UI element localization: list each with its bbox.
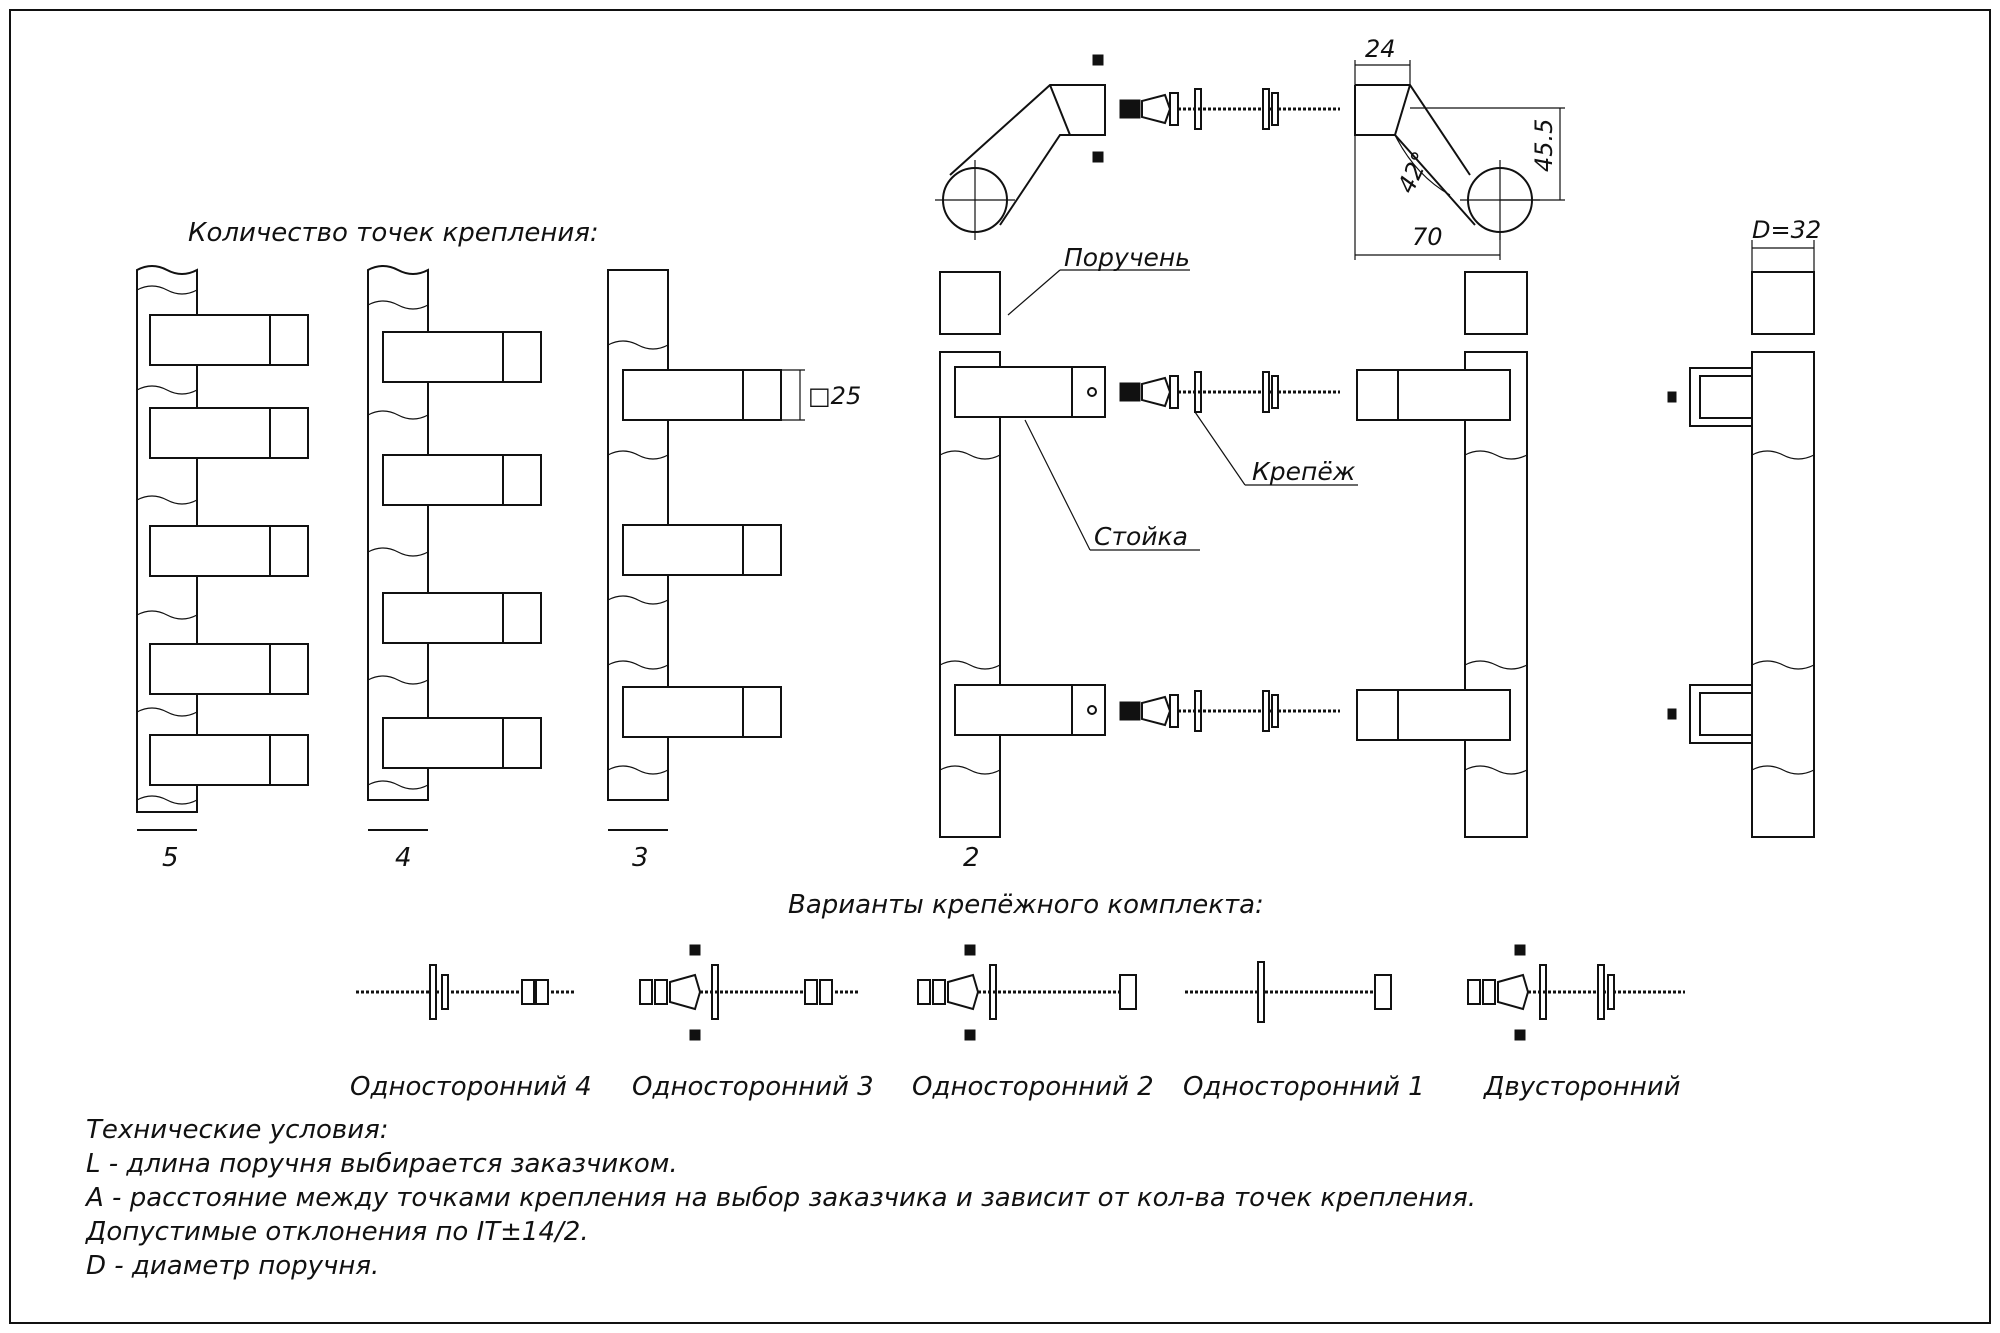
side-view bbox=[1667, 240, 1815, 838]
dimension-24: 24 bbox=[1365, 35, 1396, 63]
kit-variant-4-drawing bbox=[1185, 961, 1392, 1023]
condition-spacing: A - расстояние между точками крепления н… bbox=[84, 1183, 1476, 1213]
column-5-posts bbox=[136, 265, 309, 831]
fastener-lower bbox=[1119, 690, 1340, 732]
count-3: 3 bbox=[632, 843, 649, 873]
condition-diameter: D - диаметр поручня. bbox=[86, 1251, 379, 1281]
column-3-posts bbox=[607, 269, 805, 831]
kit-label-1: Односторонний 4 bbox=[350, 1072, 592, 1102]
points-title: Количество точек крепления: bbox=[188, 218, 599, 248]
dimension-70: 70 bbox=[1412, 223, 1443, 251]
label-leaders bbox=[1007, 269, 1358, 551]
kit-label-5: Двусторонний bbox=[1483, 1072, 1681, 1102]
count-4: 4 bbox=[395, 843, 412, 873]
label-fastener: Крепёж bbox=[1252, 457, 1356, 486]
dimension-45-5: 45.5 bbox=[1530, 119, 1558, 172]
label-post: Стойка bbox=[1094, 522, 1188, 551]
drawing-frame bbox=[9, 9, 1991, 1324]
column-2-posts bbox=[939, 271, 1106, 838]
kit-variant-1-drawing bbox=[356, 964, 575, 1020]
kit-variant-5-drawing bbox=[1467, 944, 1685, 1041]
kit-label-4: Односторонний 1 bbox=[1183, 1072, 1425, 1102]
label-handrail: Поручень bbox=[1064, 243, 1190, 272]
count-2: 2 bbox=[963, 843, 980, 873]
dimension-square-25: □25 bbox=[808, 382, 861, 410]
column-4-posts bbox=[367, 265, 542, 831]
fastener-upper bbox=[1119, 371, 1340, 413]
conditions-title: Технические условия: bbox=[86, 1115, 389, 1145]
elbow-right-view bbox=[1354, 60, 1565, 260]
dimension-angle-42: 42° bbox=[1392, 147, 1435, 197]
kit-label-2: Односторонний 3 bbox=[632, 1072, 874, 1102]
kit-variant-3-drawing bbox=[917, 944, 1137, 1041]
elbow-left-view bbox=[935, 54, 1340, 240]
condition-tolerance: Допустимые отклонения по IT±14/2. bbox=[85, 1217, 589, 1247]
kit-label-3: Односторонний 2 bbox=[912, 1072, 1154, 1102]
count-5: 5 bbox=[162, 843, 179, 873]
kit-variant-2-drawing bbox=[639, 944, 858, 1041]
dimension-diameter: D=32 bbox=[1752, 216, 1821, 244]
kit-title: Варианты крепёжного комплекта: bbox=[788, 890, 1264, 920]
column-2-right-posts bbox=[1356, 271, 1528, 838]
condition-length: L - длина поручня выбирается заказчиком. bbox=[86, 1149, 678, 1179]
